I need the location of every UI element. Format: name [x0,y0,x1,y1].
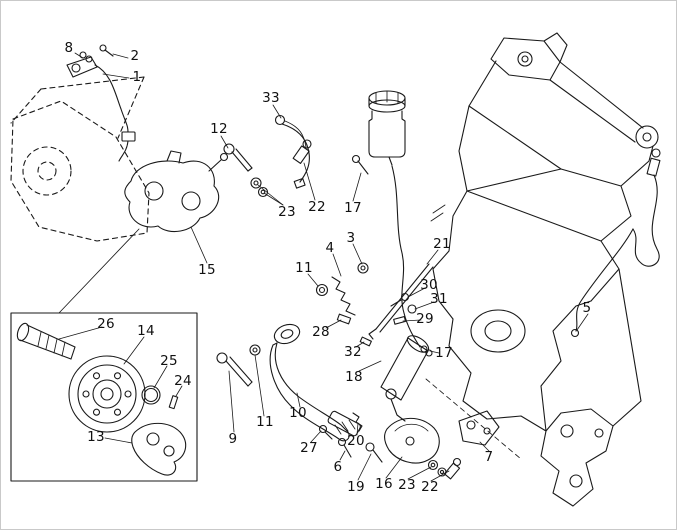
washer-3-drawing [357,262,369,274]
part-callout-33-3: 33 [262,90,280,106]
part-callout-15-8: 15 [198,262,216,278]
brake-caliper-drawing [124,150,229,233]
pushrod-drawing [368,263,434,340]
part-callout-5-20: 5 [582,300,592,316]
part-callout-17-7: 17 [344,200,362,216]
part-callout-3-9: 3 [346,230,356,246]
part-callout-6-31: 6 [333,459,343,475]
part-callout-16-33: 16 [375,476,393,492]
banjo-bolt-bottom-drawing [443,457,462,480]
part-callout-12-4: 12 [210,121,228,137]
heat-guard-drawing [384,417,440,464]
brake-hose-drawing [274,114,310,189]
reservoir-drawing [351,90,406,175]
part-callout-21-11: 21 [433,236,451,252]
leader-lines [58,52,589,482]
part-callout-13-25: 13 [87,429,105,445]
washer-11-top-drawing [315,283,329,297]
part-callout-10-26: 10 [289,405,307,421]
axle-drawing [16,322,76,360]
inset-reference-line [58,228,140,314]
brake-pedal-drawing [269,323,361,442]
washers-top-drawing [250,177,269,198]
part-callout-30-13: 30 [420,277,438,293]
frame-drawing [430,32,661,507]
part-callout-18-19: 18 [345,369,363,385]
part-callout-11-12: 11 [295,260,313,276]
part-callout-4-10: 4 [325,240,335,256]
part-callout-11-27: 11 [256,414,274,430]
part-callout-14-22: 14 [137,323,155,339]
abs-sensor-drawing [66,44,136,162]
part-callout-1-2: 1 [132,69,142,85]
part-callout-9-28: 9 [228,431,238,447]
part-callout-8-0: 8 [64,40,74,56]
part-callout-28-16: 28 [312,324,330,340]
part-callout-31-14: 31 [430,291,448,307]
part-callout-19-32: 19 [347,479,365,495]
part-callout-32-17: 32 [344,344,362,360]
part-callout-7-36: 7 [484,449,494,465]
part-callout-29-15: 29 [416,311,434,327]
pin-drawing [168,395,179,410]
pivot-bolt-drawing [216,352,253,387]
caliper-bolt-drawing [223,143,253,172]
part-callout-20-30: 20 [347,433,365,449]
banjo-bolt-top-drawing [292,139,312,164]
part-callout-22-35: 22 [421,479,439,495]
part-callout-23-34: 23 [398,477,416,493]
circlip-drawing [141,385,161,405]
part-callout-26-21: 26 [97,316,115,332]
frame-bracket-drawing [458,410,500,446]
swingarm-ghost-drawing [10,76,150,242]
part-callout-25-23: 25 [160,353,178,369]
part-callout-27-29: 27 [300,440,318,456]
reservoir-hose-drawing [391,165,421,348]
sensor-cable-drawing [570,157,661,338]
part-callout-24-24: 24 [174,373,192,389]
part-callout-22-6: 22 [308,199,326,215]
screw-2-drawing [99,44,107,52]
return-spring-drawing [331,276,356,316]
part-callout-23-5: 23 [278,204,296,220]
pivot-washer-drawing [249,344,261,356]
part-callout-2-1: 2 [130,48,140,64]
pedal-hardware-drawing [337,412,383,463]
caliper-bracket-drawing [131,422,187,476]
washers-bottom-drawing [427,459,447,477]
inset-box [10,312,198,482]
alignment-dashed-line [425,378,522,460]
part-callout-17-18: 17 [435,345,453,361]
